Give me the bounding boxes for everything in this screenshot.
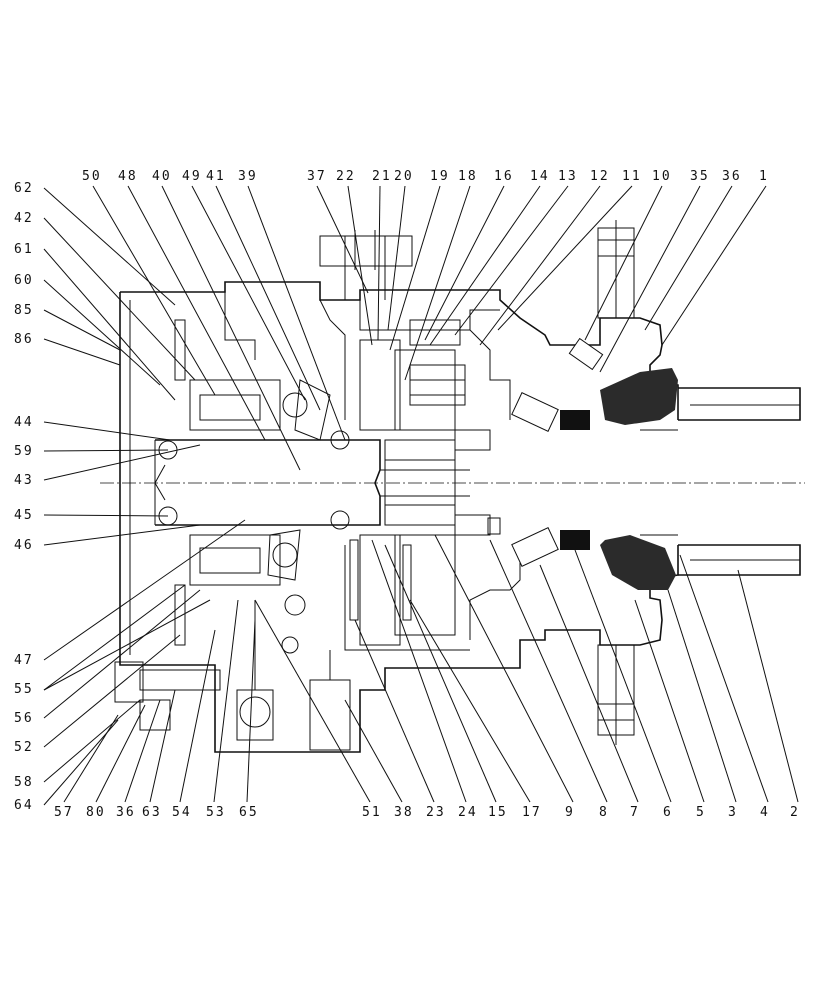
- left-leader-lines: [43, 187, 201, 546]
- part-label: 60: [14, 273, 34, 288]
- part-label: 86: [14, 332, 34, 347]
- part-label: 2: [790, 805, 800, 820]
- part-label: 45: [14, 508, 34, 523]
- part-label: 36: [116, 805, 136, 820]
- part-label: 21: [372, 169, 392, 184]
- part-label: 44: [14, 415, 34, 430]
- part-label: 56: [14, 711, 34, 726]
- part-label: 22: [336, 169, 356, 184]
- part-label: 12: [590, 169, 610, 184]
- part-label: 41: [206, 169, 226, 184]
- part-label: 58: [14, 775, 34, 790]
- part-label: 48: [118, 169, 138, 184]
- part-label: 20: [394, 169, 414, 184]
- top-label-row: 50 48 40 49 41 39 37 22 21 20 19 18 16 1…: [82, 169, 769, 184]
- part-label: 17: [522, 805, 542, 820]
- part-label: 42: [14, 211, 34, 226]
- part-label: 65: [239, 805, 259, 820]
- part-label: 50: [82, 169, 102, 184]
- part-label: 13: [558, 169, 578, 184]
- part-label: 6: [663, 805, 673, 820]
- main-shaft: [154, 430, 470, 530]
- part-label: 10: [652, 169, 672, 184]
- part-label: 11: [622, 169, 642, 184]
- part-label: 9: [565, 805, 575, 820]
- left-lower-label-column: 47 55 56 52 58 64: [14, 653, 34, 813]
- gear-assembly: [349, 319, 501, 646]
- part-label: 61: [14, 242, 34, 257]
- part-label: 46: [14, 538, 34, 553]
- part-label: 35: [690, 169, 710, 184]
- top-leader-lines: [92, 185, 767, 471]
- part-label: 14: [530, 169, 550, 184]
- part-label: 80: [86, 805, 106, 820]
- part-label: 54: [172, 805, 192, 820]
- part-label: 1: [759, 169, 769, 184]
- part-label: 40: [152, 169, 172, 184]
- part-label: 18: [458, 169, 478, 184]
- part-label: 38: [394, 805, 414, 820]
- bottom-label-row: 57 80 36 63 54 53 65 51 38 23 24 15 17 9…: [54, 805, 800, 820]
- part-label: 24: [458, 805, 478, 820]
- part-label: 47: [14, 653, 34, 668]
- part-label: 3: [728, 805, 738, 820]
- part-label: 16: [494, 169, 514, 184]
- cylinder-block: [174, 319, 331, 646]
- mounting-flanges: [597, 220, 635, 745]
- part-label: 85: [14, 303, 34, 318]
- part-label: 8: [599, 805, 609, 820]
- housing-outline: [119, 281, 679, 753]
- part-label: 5: [696, 805, 706, 820]
- part-label: 36: [722, 169, 742, 184]
- part-label: 37: [307, 169, 327, 184]
- part-label: 39: [238, 169, 258, 184]
- part-label: 55: [14, 682, 34, 697]
- part-label: 57: [54, 805, 74, 820]
- part-label: 51: [362, 805, 382, 820]
- left-lower-leader-lines: [43, 519, 246, 806]
- part-label: 15: [488, 805, 508, 820]
- part-label: 53: [206, 805, 226, 820]
- top-bolt: [319, 230, 413, 300]
- port-block: [114, 594, 351, 751]
- part-label: 52: [14, 740, 34, 755]
- part-label: 4: [760, 805, 770, 820]
- left-label-column: 62 42 61 60 85 86 44 59 43 45 46: [14, 181, 34, 553]
- part-label: 63: [142, 805, 162, 820]
- part-label: 43: [14, 473, 34, 488]
- part-label: 19: [430, 169, 450, 184]
- part-label: 7: [630, 805, 640, 820]
- bottom-leader-lines: [63, 534, 799, 803]
- part-label: 23: [426, 805, 446, 820]
- part-label: 49: [182, 169, 202, 184]
- seal-assembly: [511, 337, 678, 590]
- part-label: 64: [14, 798, 34, 813]
- part-label: 59: [14, 444, 34, 459]
- part-label: 62: [14, 181, 34, 196]
